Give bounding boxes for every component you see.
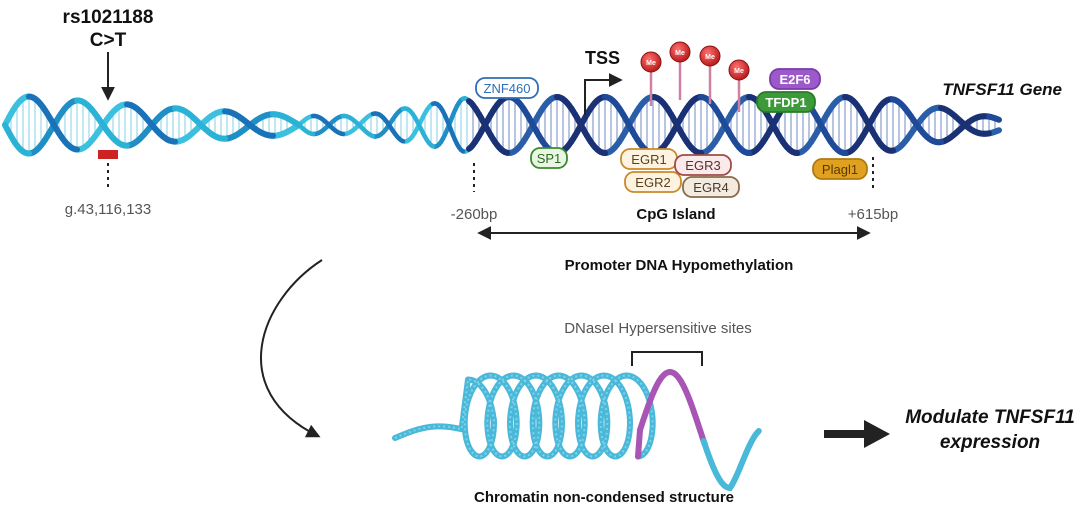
methyl-group-icon	[728, 59, 750, 81]
cpg-island-label: CpG Island	[636, 206, 715, 223]
methyl-label: Me	[646, 60, 656, 67]
tf-egr3: EGR3	[674, 154, 732, 176]
chromatin-structure	[392, 368, 762, 492]
tf-label: SP1	[537, 151, 562, 166]
tss-label: TSS	[585, 48, 620, 68]
tss-marker: TSS	[584, 48, 623, 115]
dnase-bracket	[631, 351, 703, 366]
tf-egr4: EGR4	[682, 176, 740, 198]
tf-znf460: ZNF460	[475, 77, 539, 99]
methyl-group-icon	[640, 51, 662, 73]
tf-egr1: EGR1	[620, 148, 678, 170]
tf-tfdp1: TFDP1	[756, 91, 816, 113]
tf-label: EGR3	[685, 158, 720, 173]
methyl-group-icon	[699, 45, 721, 67]
outcome-arrow	[824, 420, 890, 448]
tf-label: EGR1	[631, 152, 666, 167]
tf-badge	[624, 171, 682, 193]
outcome-line-2: expression	[940, 432, 1040, 453]
tf-badge	[682, 176, 740, 198]
tf-plagl1: Plagl1	[812, 158, 868, 180]
outcome: Modulate TNFSF11 expression	[824, 407, 1075, 453]
methyl-label: Me	[675, 50, 685, 57]
promoter-start-label: -260bp	[451, 206, 498, 223]
tf-badge	[812, 158, 868, 180]
tf-e2f6: E2F6	[769, 68, 821, 90]
tf-label: EGR4	[693, 180, 728, 195]
tss-arrow	[584, 73, 623, 115]
snp-change: C>T	[90, 30, 127, 51]
methyl-group-icon	[669, 41, 691, 63]
tf-sp1: SP1	[530, 147, 568, 169]
chromatin-coil	[392, 372, 656, 460]
promoter-region: -260bp +615bp CpG Island Promoter DNA Hy…	[451, 157, 898, 274]
tf-badge	[769, 68, 821, 90]
dna-strand-2	[994, 115, 1002, 123]
dna-helix	[2, 93, 1002, 157]
tf-label: TFDP1	[765, 95, 806, 110]
dna-strand-1	[502, 149, 510, 156]
snp-annotation: rs1021188 C>T g.43,116,133	[63, 7, 154, 218]
dna-strand-1	[368, 133, 376, 139]
tf-badge	[530, 147, 568, 169]
chromatin-right-tail	[700, 428, 762, 492]
gene-name: TNFSF11 Gene	[942, 80, 1062, 99]
flow-curved-arrow	[260, 259, 323, 438]
tf-badge	[756, 91, 816, 113]
tf-badge	[674, 154, 732, 176]
chromatin-label: Chromatin non-condensed structure	[474, 489, 734, 506]
dna-strand-2	[458, 147, 466, 154]
snp-position: g.43,116,133	[65, 201, 151, 218]
promoter-end-label: +615bp	[848, 206, 898, 223]
methyl-label: Me	[734, 68, 744, 75]
dna-strand-2	[398, 137, 406, 144]
dna-strand-1	[428, 142, 436, 149]
tf-label: ZNF460	[484, 81, 531, 96]
outcome-line-1: Modulate TNFSF11	[905, 407, 1075, 428]
snp-marker	[98, 150, 118, 159]
promoter-hypomethylation-label: Promoter DNA Hypomethylation	[565, 257, 794, 274]
chromatin-coil-texture	[394, 374, 654, 458]
tf-egr2: EGR2	[624, 171, 682, 193]
snp-id: rs1021188	[63, 7, 154, 28]
methyl-label: Me	[705, 54, 715, 61]
dnase-hypersensitive: DNaseI Hypersensitive sites	[564, 320, 752, 366]
dna-strand-1	[994, 127, 1002, 135]
tf-badge	[475, 77, 539, 99]
dnase-label: DNaseI Hypersensitive sites	[564, 320, 752, 337]
tf-label: EGR2	[635, 175, 670, 190]
chromatin-open-region	[635, 368, 708, 460]
tf-label: E2F6	[779, 72, 810, 87]
tf-label: Plagl1	[822, 162, 858, 177]
